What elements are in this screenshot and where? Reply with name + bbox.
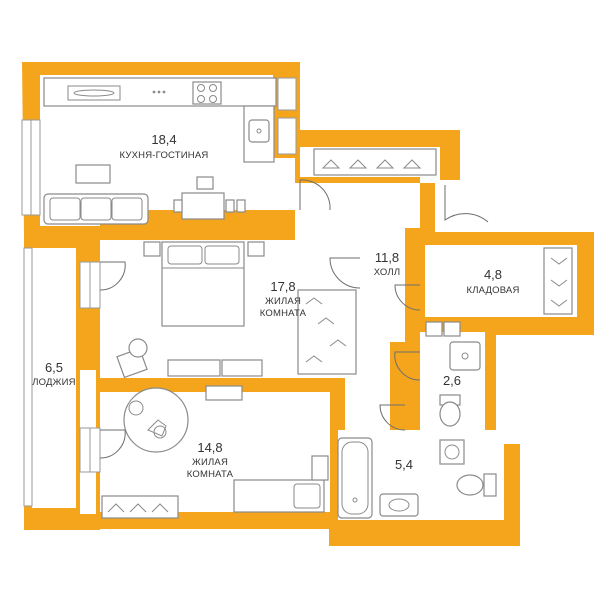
wardrobe-hall (313, 148, 437, 176)
room-name: ХОЛЛ (374, 267, 401, 278)
hanger-icon (543, 247, 573, 315)
windows (21, 77, 297, 507)
room-area: 18,4 (151, 132, 176, 147)
room-area: 17,8 (270, 279, 295, 294)
door-swing-icon (99, 179, 489, 459)
wardrobe-bedroom-1 (297, 289, 357, 375)
bed-single-icon (233, 455, 329, 513)
wc-shelf (425, 321, 461, 337)
room-area: 5,4 (395, 457, 413, 472)
dining-table-icon (173, 176, 246, 220)
washing-machine-icon (439, 439, 465, 465)
room-name: ЛОДЖИЯ (32, 377, 76, 388)
room-area: 2,6 (443, 373, 461, 388)
room-label-hall: 11,8 ХОЛЛ (374, 250, 401, 278)
room-name: КЛАДОВАЯ (466, 285, 519, 296)
room-area: 4,8 (484, 267, 502, 282)
room-label-bathroom: 5,4 (395, 457, 413, 472)
room-area: 11,8 (375, 250, 399, 265)
bathroom-sink (379, 493, 419, 517)
kitchen-stove-icon (67, 81, 222, 105)
wc-sink (449, 341, 481, 371)
room-name-line1: ЖИЛАЯ (192, 457, 228, 468)
room-area: 6,5 (45, 360, 63, 375)
room-label-loggia: 6,5 ЛОДЖИЯ (32, 360, 76, 388)
sofa-icon (43, 193, 149, 225)
room-name-line1: ЖИЛАЯ (265, 296, 301, 307)
room-label-bedroom-1: 17,8 ЖИЛАЯ КОМНАТА (260, 279, 307, 319)
bed-icon (143, 241, 265, 327)
room-label-kitchen-living: 18,4 КУХНЯ-ГОСТИНАЯ (120, 132, 209, 161)
bathtub-icon (337, 437, 373, 519)
room-label-storage: 4,8 КЛАДОВАЯ (466, 267, 519, 296)
room-label-bedroom-2: 14,8 ЖИЛАЯ КОМНАТА (187, 440, 234, 480)
room-name-line2: КОМНАТА (260, 308, 307, 319)
bathroom-toilet (456, 473, 497, 497)
room-area: 14,8 (197, 440, 222, 455)
room-label-wc: 2,6 (443, 373, 461, 388)
sink-icon (248, 119, 270, 143)
room-name-line2: КОМНАТА (187, 469, 234, 480)
room-name: КУХНЯ-ГОСТИНАЯ (120, 150, 209, 161)
toilet-icon (439, 394, 461, 427)
desk-icon (116, 338, 263, 401)
wardrobe-bedroom-2 (101, 495, 179, 519)
tv-stand (75, 164, 111, 184)
rug-icon (123, 387, 189, 453)
